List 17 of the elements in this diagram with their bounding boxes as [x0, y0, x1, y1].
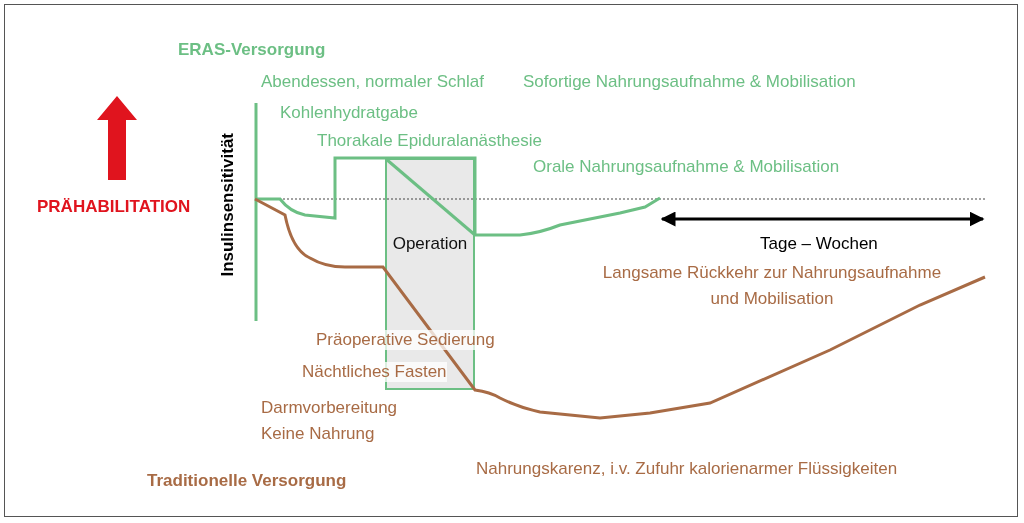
annotation: Kohlenhydratgabe — [280, 103, 418, 123]
axis-heading: PRÄHABILITATION — [37, 197, 191, 217]
annotation: Nahrungskarenz, i.v. Zufuhr kalorienarmer Flüssigkeiten — [476, 459, 898, 479]
annotation: Orale Nahrungsaufnahme & Mobilisation — [533, 157, 840, 177]
annotation: Sofortige Nahrungsaufnahme & Mobilisation — [523, 72, 856, 92]
group-heading: Traditionelle Versorgung — [147, 471, 347, 491]
annotation: Darmvorbereitung — [261, 398, 398, 418]
annotation: Thorakale Epiduralanästhesie — [317, 131, 542, 151]
annotation: Keine Nahrung — [261, 424, 375, 444]
annotation: Präoperative Sedierung — [316, 330, 495, 350]
axis-label: Insulinsensitivität — [218, 133, 238, 277]
annotation: Langsame Rückkehr zur Nahrungsaufnahme und Mobilisation — [601, 262, 943, 310]
group-heading: ERAS-Versorgung — [178, 40, 326, 60]
duration-label: Tage – Wochen — [760, 234, 878, 254]
box-label: Operation — [391, 234, 469, 254]
annotation: Nächtliches Fasten — [302, 362, 447, 382]
annotation: Abendessen, normaler Schlaf — [261, 72, 485, 92]
